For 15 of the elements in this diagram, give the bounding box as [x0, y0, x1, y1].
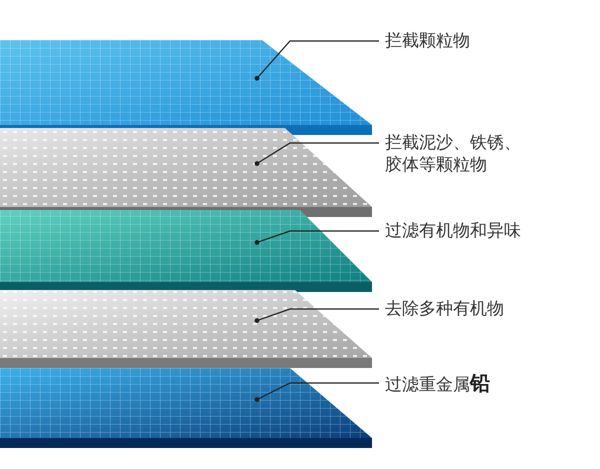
leader-line: [254, 230, 379, 245]
layer-function-label: 拦截颗粒物: [385, 30, 595, 52]
filter-layer-drawing: [0, 40, 372, 135]
filter-layer-drawing: [0, 128, 372, 217]
filter-layer-drawing: [0, 368, 372, 448]
layer-function-label: 过滤重金属铅: [385, 372, 595, 396]
layer-function-label: 过滤有机物和异味: [385, 220, 595, 242]
leader-line: [254, 40, 379, 81]
leader-line: [254, 382, 379, 402]
filter-layer-drawing: [0, 290, 372, 368]
filter-layer-drawing: [0, 210, 372, 292]
leader-line: [254, 308, 379, 323]
layer-function-label: 去除多种有机物: [385, 298, 595, 320]
layer-function-label: 拦截泥沙、铁锈、胶体等颗粒物: [385, 132, 525, 176]
leader-line: [254, 142, 379, 166]
